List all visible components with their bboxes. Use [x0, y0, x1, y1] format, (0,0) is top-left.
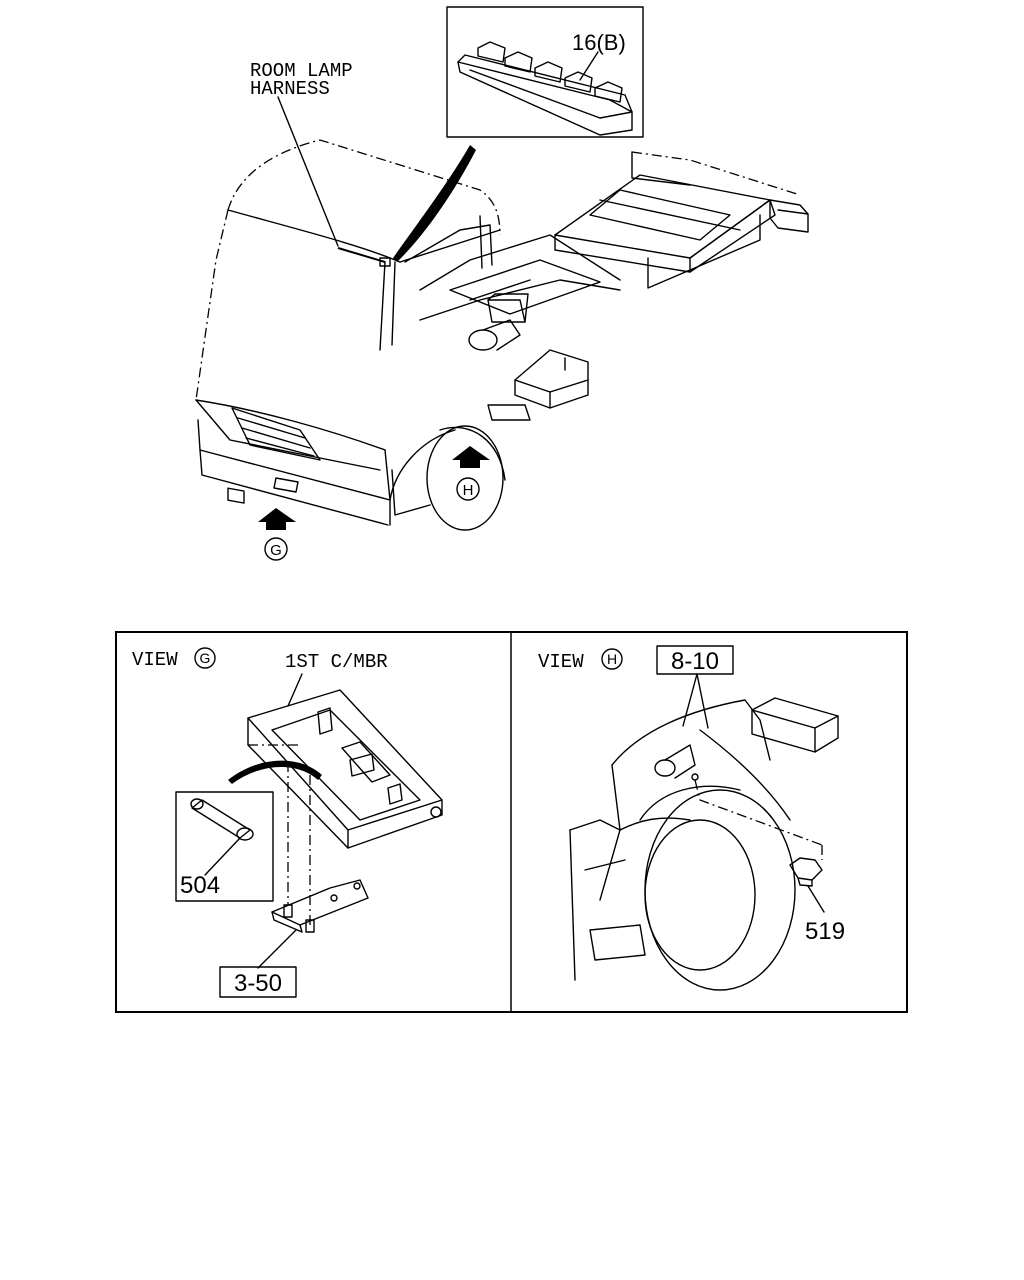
- ref-8-10-leaders: [682, 673, 709, 729]
- truck-cab-illustration: [195, 139, 809, 531]
- ref-3-50-leader: [257, 929, 297, 969]
- first-crossmember-leader: [287, 673, 303, 707]
- ref-8-10-box: [656, 645, 734, 675]
- inset-box-504: [175, 791, 274, 902]
- view-h-arrow: H: [452, 446, 490, 501]
- part-504-label: 504: [180, 872, 220, 899]
- ref-8-10-label: 8-10: [671, 648, 719, 675]
- view-h-title-letter: H: [607, 651, 617, 667]
- view-h-title-circle: [601, 648, 623, 670]
- room-lamp-label-line2: HARNESS: [250, 78, 330, 100]
- room-lamp-label-line1: ROOM LAMP: [250, 60, 353, 82]
- view-h-frame-wheel-illustration: [569, 697, 839, 991]
- view-g-crossmember-illustration: [228, 689, 443, 933]
- part-16b-label: 16(B): [572, 30, 626, 55]
- view-g-title-circle: [194, 647, 216, 669]
- ref-3-50-box: [219, 966, 297, 998]
- view-h-title: VIEW: [538, 651, 584, 673]
- first-crossmember-label: 1ST C/MBR: [285, 651, 388, 673]
- harness-clip-16b-illustration: [457, 41, 633, 136]
- view-g-title: VIEW: [132, 649, 178, 671]
- part-519-label: 519: [805, 918, 845, 945]
- inset-box-16b: [446, 6, 644, 138]
- part-16b-leader: [579, 51, 599, 81]
- view-g-title-letter: G: [200, 650, 211, 666]
- room-lamp-leader: [277, 96, 339, 247]
- view-g-arrow-letter: G: [270, 542, 282, 559]
- ref-3-50-label: 3-50: [234, 970, 282, 997]
- part-504-illustration: [190, 798, 254, 876]
- view-h-arrow-letter: H: [463, 482, 474, 499]
- view-g-arrow: G: [258, 508, 296, 561]
